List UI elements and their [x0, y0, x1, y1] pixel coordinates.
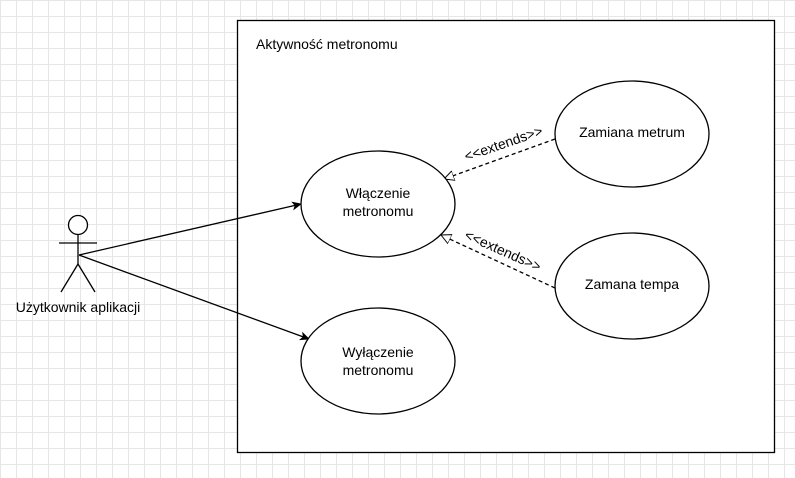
association-enable — [78, 201, 302, 256]
actor-label: Użytkownik aplikacji — [16, 299, 140, 315]
use-case-disable-line1: Wyłączenie — [342, 344, 414, 360]
system-boundary-title: Aktywność metronomu — [256, 36, 398, 52]
actor-figure[interactable] — [59, 214, 97, 293]
use-case-disable-metronome[interactable]: Wyłączenie metronomu — [300, 307, 456, 415]
use-case-enable-metronome[interactable]: Włączenie metronomu — [300, 150, 456, 258]
association-disable — [78, 254, 310, 341]
use-case-change-tempo[interactable]: Zamana tempa — [554, 232, 710, 340]
use-case-change-tempo-label: Zamana tempa — [585, 276, 679, 292]
use-case-enable-line1: Włączenie — [346, 185, 411, 201]
extend-meter-connector — [444, 138, 556, 179]
use-case-change-meter-label: Zamiana metrum — [579, 124, 685, 140]
use-case-disable-line2: metronomu — [343, 362, 414, 378]
use-case-change-meter[interactable]: Zamiana metrum — [554, 80, 710, 188]
use-case-enable-line2: metronomu — [343, 203, 414, 219]
